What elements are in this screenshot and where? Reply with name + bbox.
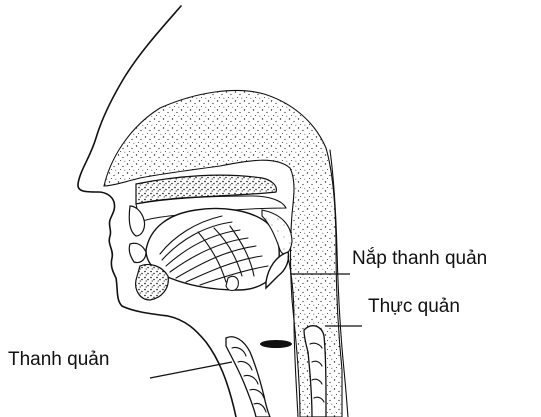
lower-teeth: [129, 243, 146, 262]
esophagus-label: Thực quản: [368, 296, 460, 318]
mandible: [136, 264, 169, 300]
larynx-leader-line: [150, 362, 232, 378]
hyoid-bone: [226, 276, 238, 290]
vocal-cords: [260, 340, 292, 348]
epiglottis-label: Nắp thanh quản: [352, 248, 487, 270]
larynx-label: Thanh quản: [8, 349, 109, 371]
